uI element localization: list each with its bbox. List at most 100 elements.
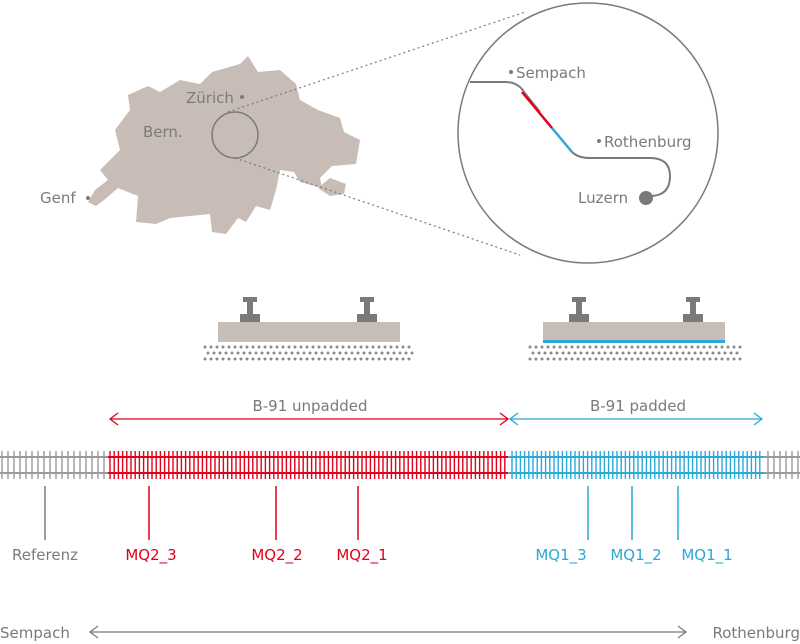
- map-city-bern: Bern.: [143, 123, 183, 141]
- ballast-stone: [534, 357, 538, 361]
- ballast-stone: [245, 357, 249, 361]
- ballast-stone: [660, 345, 664, 349]
- ballast-stone: [296, 351, 300, 355]
- ballast-stone: [666, 357, 670, 361]
- ballast-stone: [398, 351, 402, 355]
- ballast-stone: [386, 351, 390, 355]
- ballast-stone: [576, 357, 580, 361]
- ballast-stone: [314, 351, 318, 355]
- ballast-stone: [528, 357, 532, 361]
- ballast-stone: [299, 357, 303, 361]
- ballast-stone: [206, 351, 210, 355]
- ballast-stone: [579, 351, 583, 355]
- ballast-stone: [362, 351, 366, 355]
- ballast-stone: [708, 345, 712, 349]
- ballast-stone: [552, 357, 556, 361]
- ballast-stone: [377, 357, 381, 361]
- ballast-stone: [380, 351, 384, 355]
- ballast-stone: [687, 351, 691, 355]
- ballast-stone: [690, 357, 694, 361]
- svg-text:MQ2_3: MQ2_3: [125, 546, 176, 565]
- ballast-stone: [696, 357, 700, 361]
- city-label-genf: Genf: [40, 189, 76, 207]
- ballast-stone: [576, 345, 580, 349]
- ballast-stone: [209, 345, 213, 349]
- ballast-stone: [248, 351, 252, 355]
- ballast-stone: [558, 357, 562, 361]
- ballast-stone: [335, 345, 339, 349]
- ballast-stone: [407, 357, 411, 361]
- ballast-stone: [672, 357, 676, 361]
- padded-range: B-91 padded: [508, 397, 764, 426]
- ballast-stone: [696, 345, 700, 349]
- ballast-stone: [302, 351, 306, 355]
- ballast-stone: [633, 351, 637, 355]
- ballast-stone: [654, 345, 658, 349]
- ballast-stone: [251, 357, 255, 361]
- ballast-stone: [540, 345, 544, 349]
- city-label-zurich: Zürich: [186, 89, 234, 107]
- padded-label: B-91 padded: [590, 397, 686, 415]
- ballast-stone: [272, 351, 276, 355]
- ballast-stone: [275, 345, 279, 349]
- ballast-stone: [642, 357, 646, 361]
- ballast-stone: [260, 351, 264, 355]
- ballast-stone: [543, 351, 547, 355]
- ballast-stone: [621, 351, 625, 355]
- cross-section-unpadded: [203, 297, 414, 361]
- ballast-stone: [603, 351, 607, 355]
- ballast-stone: [299, 345, 303, 349]
- ballast-stone: [615, 351, 619, 355]
- ballast-stone: [726, 357, 730, 361]
- ballast-stone: [630, 345, 634, 349]
- ballast-stone: [305, 345, 309, 349]
- track: [0, 451, 800, 479]
- ballast-stone: [528, 345, 532, 349]
- ballast-stone: [368, 351, 372, 355]
- ballast-stone: [323, 345, 327, 349]
- ballast-stone: [675, 351, 679, 355]
- ballast-stone: [341, 357, 345, 361]
- ballast-stone: [678, 345, 682, 349]
- ballast-stone: [281, 357, 285, 361]
- ballast-stone: [567, 351, 571, 355]
- ballast-stone: [618, 357, 622, 361]
- ballast-stone: [251, 345, 255, 349]
- ballast-stone: [233, 345, 237, 349]
- zoom-connector-top: [227, 11, 526, 113]
- ballast-stone: [648, 345, 652, 349]
- ballast-stone: [729, 351, 733, 355]
- ballast-stone: [684, 357, 688, 361]
- ballast-stone: [266, 351, 270, 355]
- city-label-bern: Bern.: [143, 123, 183, 141]
- direction-start-label: Sempach: [0, 624, 70, 642]
- ballast-stone: [221, 345, 225, 349]
- ballast-stone: [353, 357, 357, 361]
- ballast-stone: [311, 345, 315, 349]
- ballast-stone: [570, 345, 574, 349]
- ballast-stone: [209, 357, 213, 361]
- ballast-stone: [374, 351, 378, 355]
- map-city-genf: Genf: [40, 189, 90, 207]
- ballast-stone: [714, 345, 718, 349]
- ballast-stone: [564, 357, 568, 361]
- ballast-stone: [338, 351, 342, 355]
- ballast-stone: [371, 345, 375, 349]
- ballast-stone: [702, 345, 706, 349]
- inset-label-sempach: Sempach: [516, 64, 586, 82]
- direction-end-label: Rothenburg: [712, 624, 800, 642]
- map-city-zurich: Zürich: [186, 89, 244, 107]
- ballast-stone: [329, 357, 333, 361]
- ballast-stone: [639, 351, 643, 355]
- ballast-stone: [600, 357, 604, 361]
- ballast-stone: [389, 345, 393, 349]
- inset-label-rothenburg: Rothenburg: [604, 133, 692, 151]
- ballast-stone: [720, 357, 724, 361]
- ballast-stone: [293, 345, 297, 349]
- ballast-stone: [726, 345, 730, 349]
- ballast-stone: [600, 345, 604, 349]
- ballast-stone: [648, 357, 652, 361]
- ballast-stone: [702, 357, 706, 361]
- ballast-stone: [594, 345, 598, 349]
- ballast-stone: [666, 345, 670, 349]
